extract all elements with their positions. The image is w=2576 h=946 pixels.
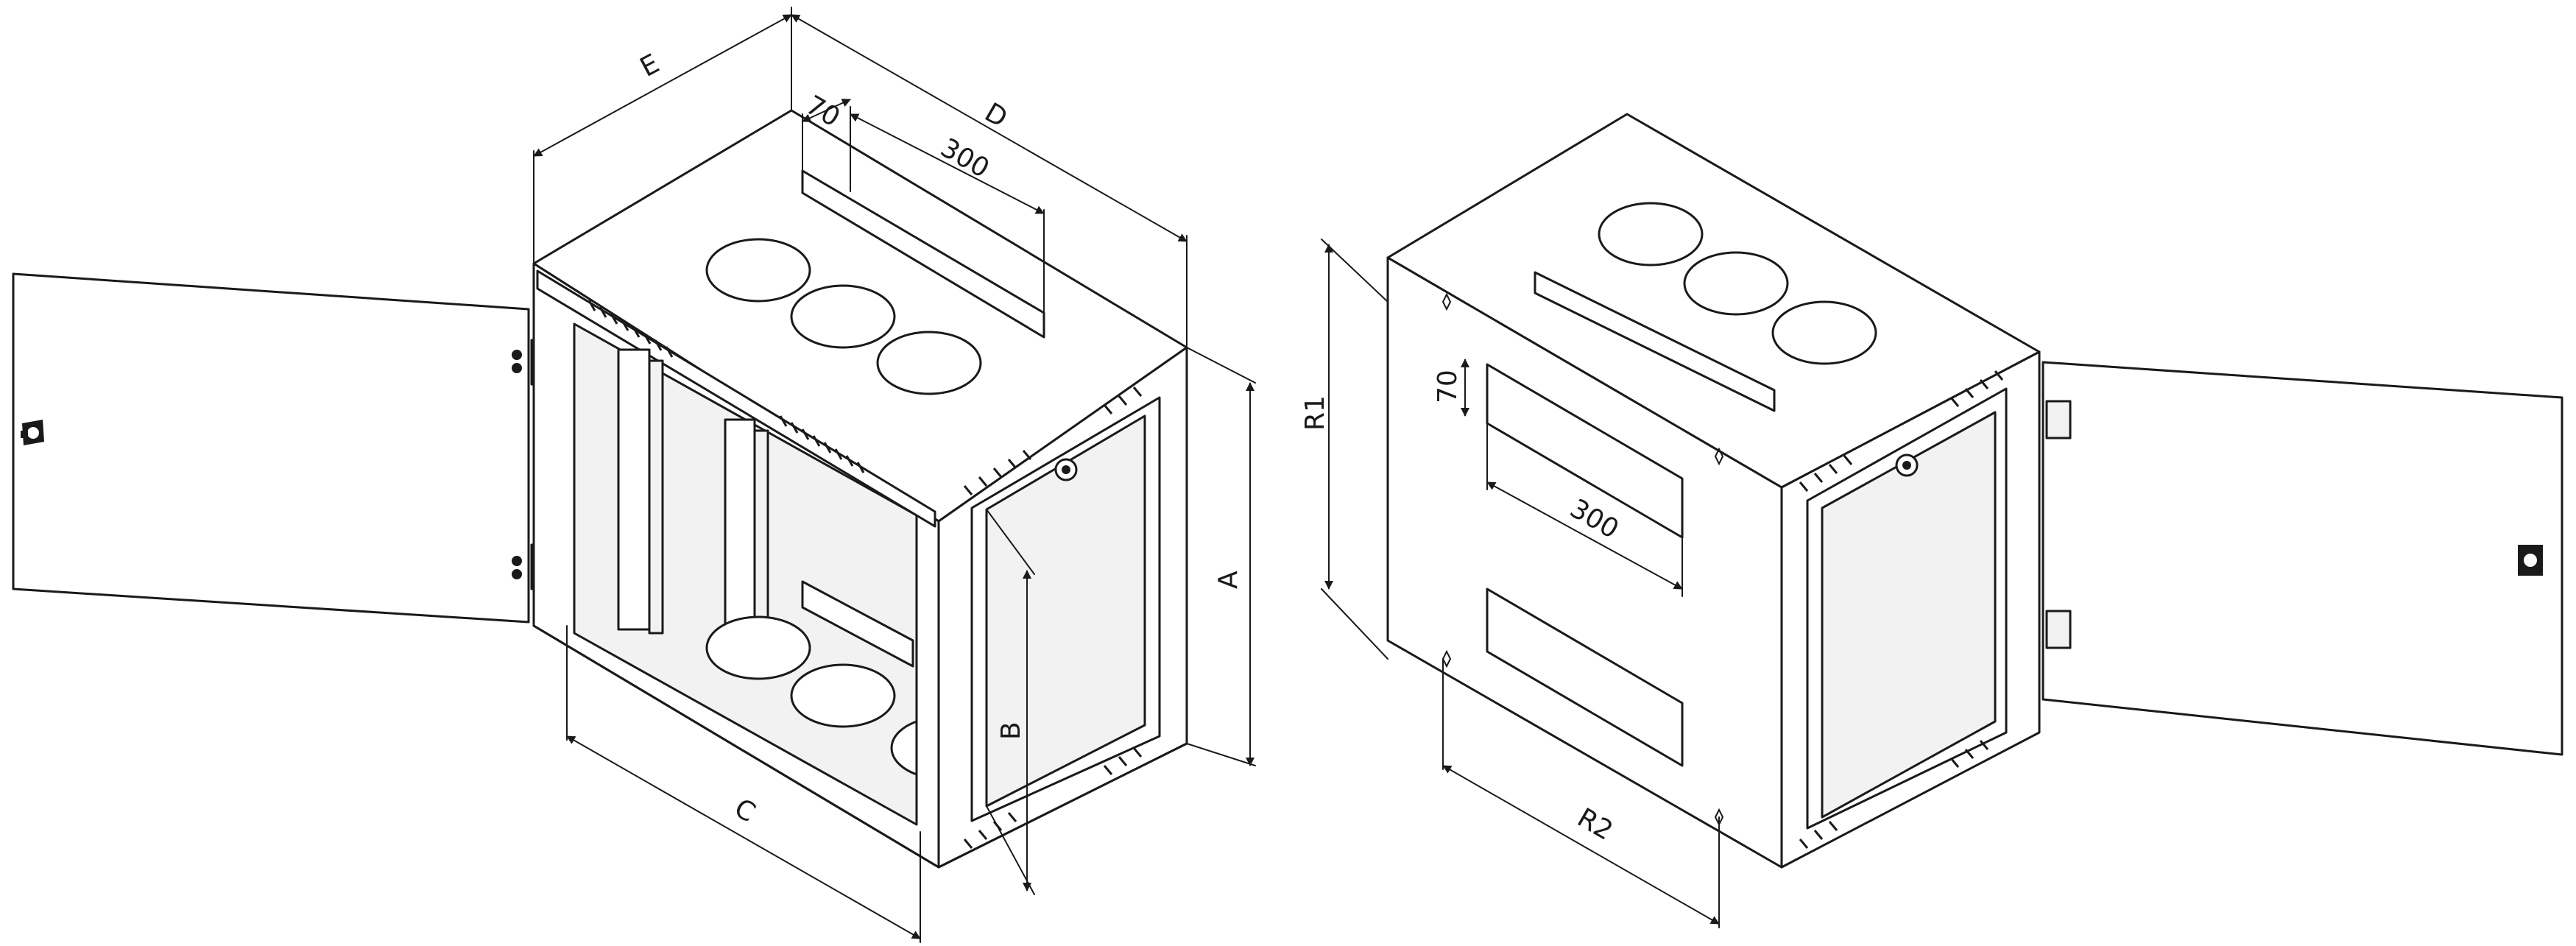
side-vent-slots: [963, 386, 1143, 849]
bottom-knockout: [705, 615, 811, 680]
bottom-cable-cutout: [801, 580, 914, 668]
right-open-door: [2042, 361, 2563, 756]
keyhole-mount-icon: [1714, 447, 1724, 466]
dim-label-a: A: [1213, 571, 1243, 589]
door-hinge-icon: [2045, 400, 2072, 440]
left-cabinet-body: [532, 109, 1188, 869]
top-knockout: [876, 331, 982, 395]
dim-label-300: 300: [936, 133, 995, 184]
left-dimension-lines: [533, 7, 1256, 943]
top-vent-slots: [587, 300, 865, 473]
top-knockout: [1771, 300, 1877, 365]
bottom-knockout: [790, 663, 896, 728]
dim-label-e: E: [635, 49, 664, 83]
keyhole-mount-icon: [1441, 292, 1452, 311]
top-knockout: [705, 238, 811, 303]
right-dimension-lines: [1321, 239, 1720, 928]
right-cabinet-view: R1 R2 70 300: [1300, 113, 2563, 928]
door-hinge-icon: [2045, 610, 2072, 649]
dim-label-c: C: [730, 793, 761, 828]
keyhole-mount-icon: [1441, 649, 1452, 668]
left-open-door: [12, 272, 564, 624]
top-knockout: [1683, 251, 1789, 316]
dim-label-r2: R2: [1573, 802, 1618, 846]
dim-label-b: B: [996, 721, 1026, 740]
top-knockout: [1598, 202, 1704, 266]
side-vent-slots: [1799, 370, 2004, 849]
top-knockout: [790, 284, 896, 349]
dim-label-70: 70: [1433, 370, 1463, 403]
left-cabinet-view: E D 70 300 A B C: [12, 7, 1256, 943]
dim-label-d: D: [980, 97, 1013, 133]
rack-rail: [617, 348, 769, 646]
dim-label-r1: R1: [1300, 395, 1330, 431]
top-cable-cutout: [1534, 271, 1776, 412]
